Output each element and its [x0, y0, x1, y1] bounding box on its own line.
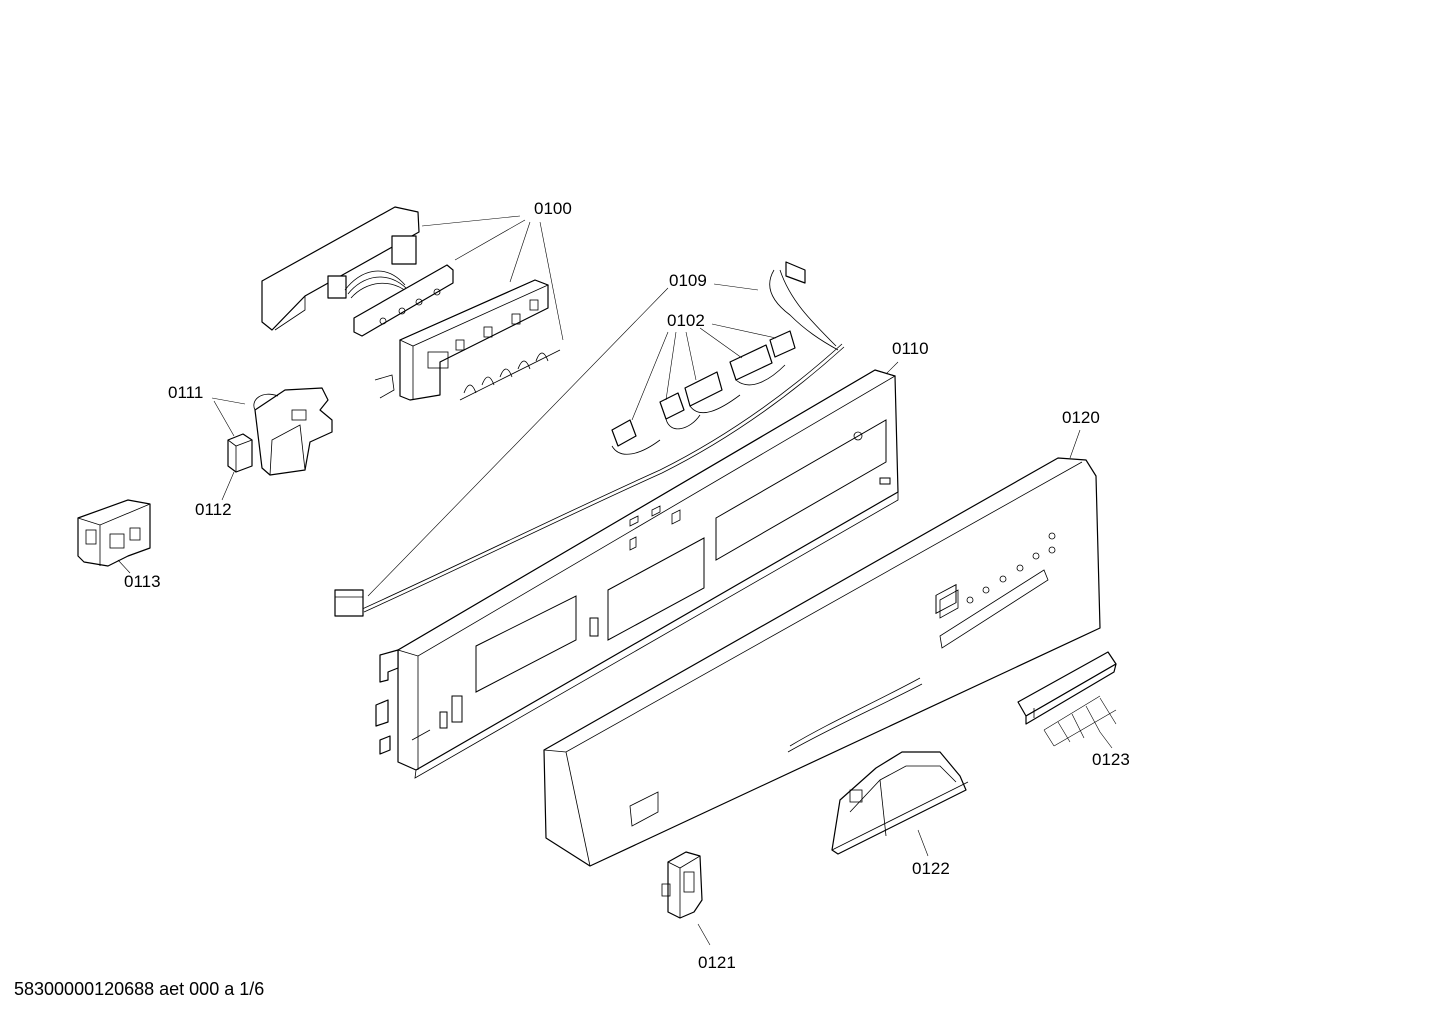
label-0120: 0120	[1062, 408, 1100, 427]
label-0123: 0123	[1092, 750, 1130, 769]
part-0113-relay[interactable]	[77, 499, 151, 567]
label-0112: 0112	[195, 500, 232, 519]
part-0121-clip[interactable]	[661, 851, 703, 919]
label-0102: 0102	[667, 311, 705, 330]
leaders-0121	[697, 923, 711, 946]
part-0123-button-strip[interactable]	[1017, 651, 1117, 725]
part-0122-handle[interactable]	[831, 751, 969, 855]
leaders-0100	[421, 215, 564, 341]
part-0100-control-module[interactable]	[261, 206, 561, 401]
label-0100: 0100	[534, 199, 572, 218]
label-0113: 0113	[124, 572, 161, 591]
part-0112-component[interactable]	[227, 433, 253, 473]
leaders-0120	[1069, 429, 1081, 459]
label-0109: 0109	[669, 271, 707, 290]
part-0109-wiring-harness[interactable]	[334, 261, 845, 617]
label-0110: 0110	[892, 339, 929, 358]
label-0122: 0122	[912, 859, 950, 878]
leaders-0113	[117, 559, 131, 574]
label-0121: 0121	[698, 953, 736, 972]
leaders-0110	[885, 361, 899, 375]
part-0110-panel-frame[interactable]	[375, 369, 899, 779]
part-0111-switch[interactable]	[253, 387, 333, 476]
label-0111: 0111	[168, 383, 203, 402]
leaders-0111-0112	[211, 397, 246, 501]
leaders-0123	[1043, 695, 1117, 749]
leaders-0122	[917, 829, 929, 857]
drawing-reference: 58300000120688 aet 000 a 1/6	[14, 979, 265, 999]
leaders-0109-0102	[367, 283, 777, 597]
part-0120-front-fascia[interactable]	[543, 457, 1101, 867]
part-0102-connectors[interactable]	[611, 330, 796, 455]
